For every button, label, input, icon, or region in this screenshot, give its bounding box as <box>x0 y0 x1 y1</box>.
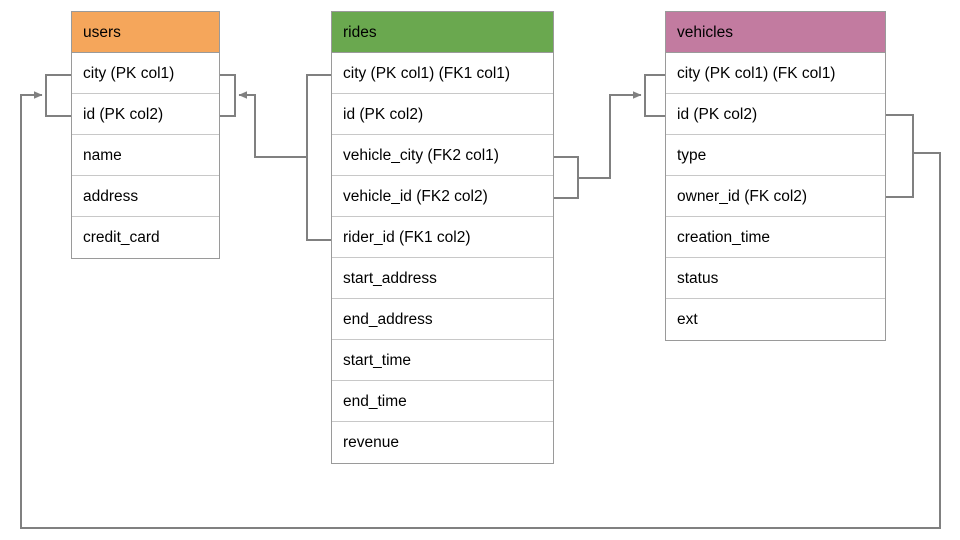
vehicles-left-bracket <box>644 74 665 117</box>
table-vehicles[interactable]: vehicles city (PK col1) (FK col1) id (PK… <box>665 11 886 341</box>
table-rides-column-start-address[interactable]: start_address <box>332 258 553 299</box>
table-rides-column-id[interactable]: id (PK col2) <box>332 94 553 135</box>
rides-fk1-bracket <box>306 74 331 241</box>
table-users-column-address[interactable]: address <box>72 176 219 217</box>
table-rides-column-vehicle-id[interactable]: vehicle_id (FK2 col2) <box>332 176 553 217</box>
table-rides-column-city[interactable]: city (PK col1) (FK1 col1) <box>332 53 553 94</box>
table-vehicles-column-owner-id[interactable]: owner_id (FK col2) <box>666 176 885 217</box>
table-users-header: users <box>72 12 219 53</box>
rides-fk2-bracket <box>554 156 579 199</box>
table-rides-column-revenue[interactable]: revenue <box>332 422 553 463</box>
table-vehicles-column-type[interactable]: type <box>666 135 885 176</box>
users-right-bracket <box>220 74 236 117</box>
table-users-column-city[interactable]: city (PK col1) <box>72 53 219 94</box>
rides-fk2-connector <box>578 91 642 179</box>
table-rides-header: rides <box>332 12 553 53</box>
table-vehicles-column-status[interactable]: status <box>666 258 885 299</box>
table-rides-column-end-time[interactable]: end_time <box>332 381 553 422</box>
rides-fk1-connector <box>238 91 307 158</box>
table-rides-column-end-address[interactable]: end_address <box>332 299 553 340</box>
table-rides-column-vehicle-city[interactable]: vehicle_city (FK2 col1) <box>332 135 553 176</box>
vehicles-right-bracket <box>886 114 914 198</box>
table-rides-column-rider-id[interactable]: rider_id (FK1 col2) <box>332 217 553 258</box>
table-vehicles-column-creation-time[interactable]: creation_time <box>666 217 885 258</box>
users-left-bracket <box>45 74 71 117</box>
table-rides-column-start-time[interactable]: start_time <box>332 340 553 381</box>
table-vehicles-column-id[interactable]: id (PK col2) <box>666 94 885 135</box>
table-rides[interactable]: rides city (PK col1) (FK1 col1) id (PK c… <box>331 11 554 464</box>
table-vehicles-column-ext[interactable]: ext <box>666 299 885 340</box>
table-users[interactable]: users city (PK col1) id (PK col2) name a… <box>71 11 220 259</box>
table-users-column-id[interactable]: id (PK col2) <box>72 94 219 135</box>
table-users-column-name[interactable]: name <box>72 135 219 176</box>
table-users-column-credit-card[interactable]: credit_card <box>72 217 219 258</box>
table-vehicles-column-city[interactable]: city (PK col1) (FK col1) <box>666 53 885 94</box>
table-vehicles-header: vehicles <box>666 12 885 53</box>
